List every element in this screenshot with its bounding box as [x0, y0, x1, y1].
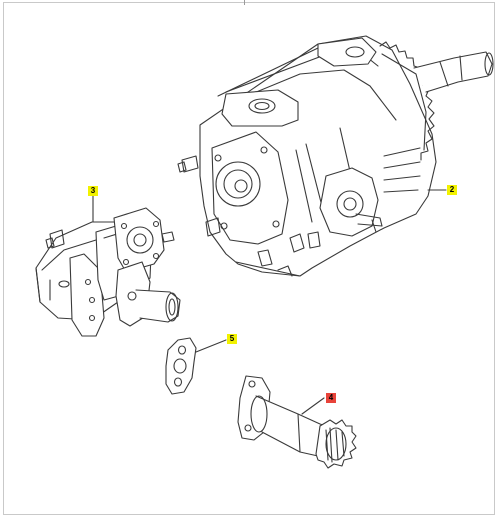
part-5-gasket[interactable] — [165, 337, 227, 395]
frame-tick — [244, 0, 245, 5]
part-3-gear-pump[interactable] — [35, 195, 181, 337]
callout-4: 4 — [326, 393, 336, 403]
callout-5: 5 — [227, 334, 237, 344]
callout-3: 3 — [88, 186, 98, 196]
diagram-frame — [3, 2, 495, 515]
callout-2: 2 — [447, 185, 457, 195]
part-2-pump-housing[interactable] — [177, 35, 494, 277]
part-4-drive-tube[interactable] — [237, 375, 357, 469]
